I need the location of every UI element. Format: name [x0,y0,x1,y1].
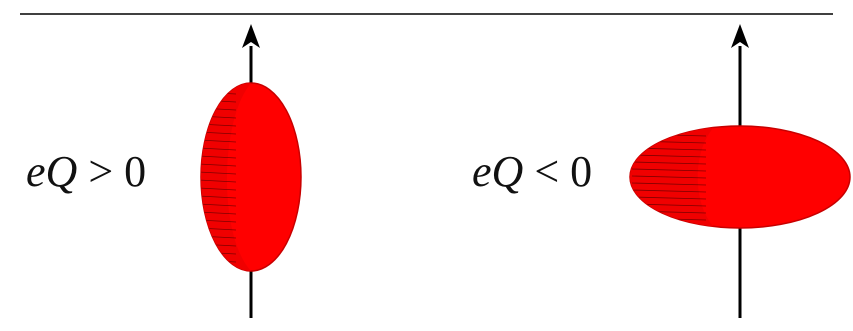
label-relation: < 0 [523,147,592,196]
oblate-panel [625,24,850,318]
spin-axis-arrowhead-right [731,24,749,48]
prolate-panel [190,24,301,318]
label-relation: > 0 [77,147,146,196]
label-negative-quadrupole: eQ < 0 [472,150,592,194]
label-variable: eQ [26,147,77,196]
label-variable: eQ [472,147,523,196]
spin-axis-arrowhead-left [242,24,260,48]
label-positive-quadrupole: eQ > 0 [26,150,146,194]
